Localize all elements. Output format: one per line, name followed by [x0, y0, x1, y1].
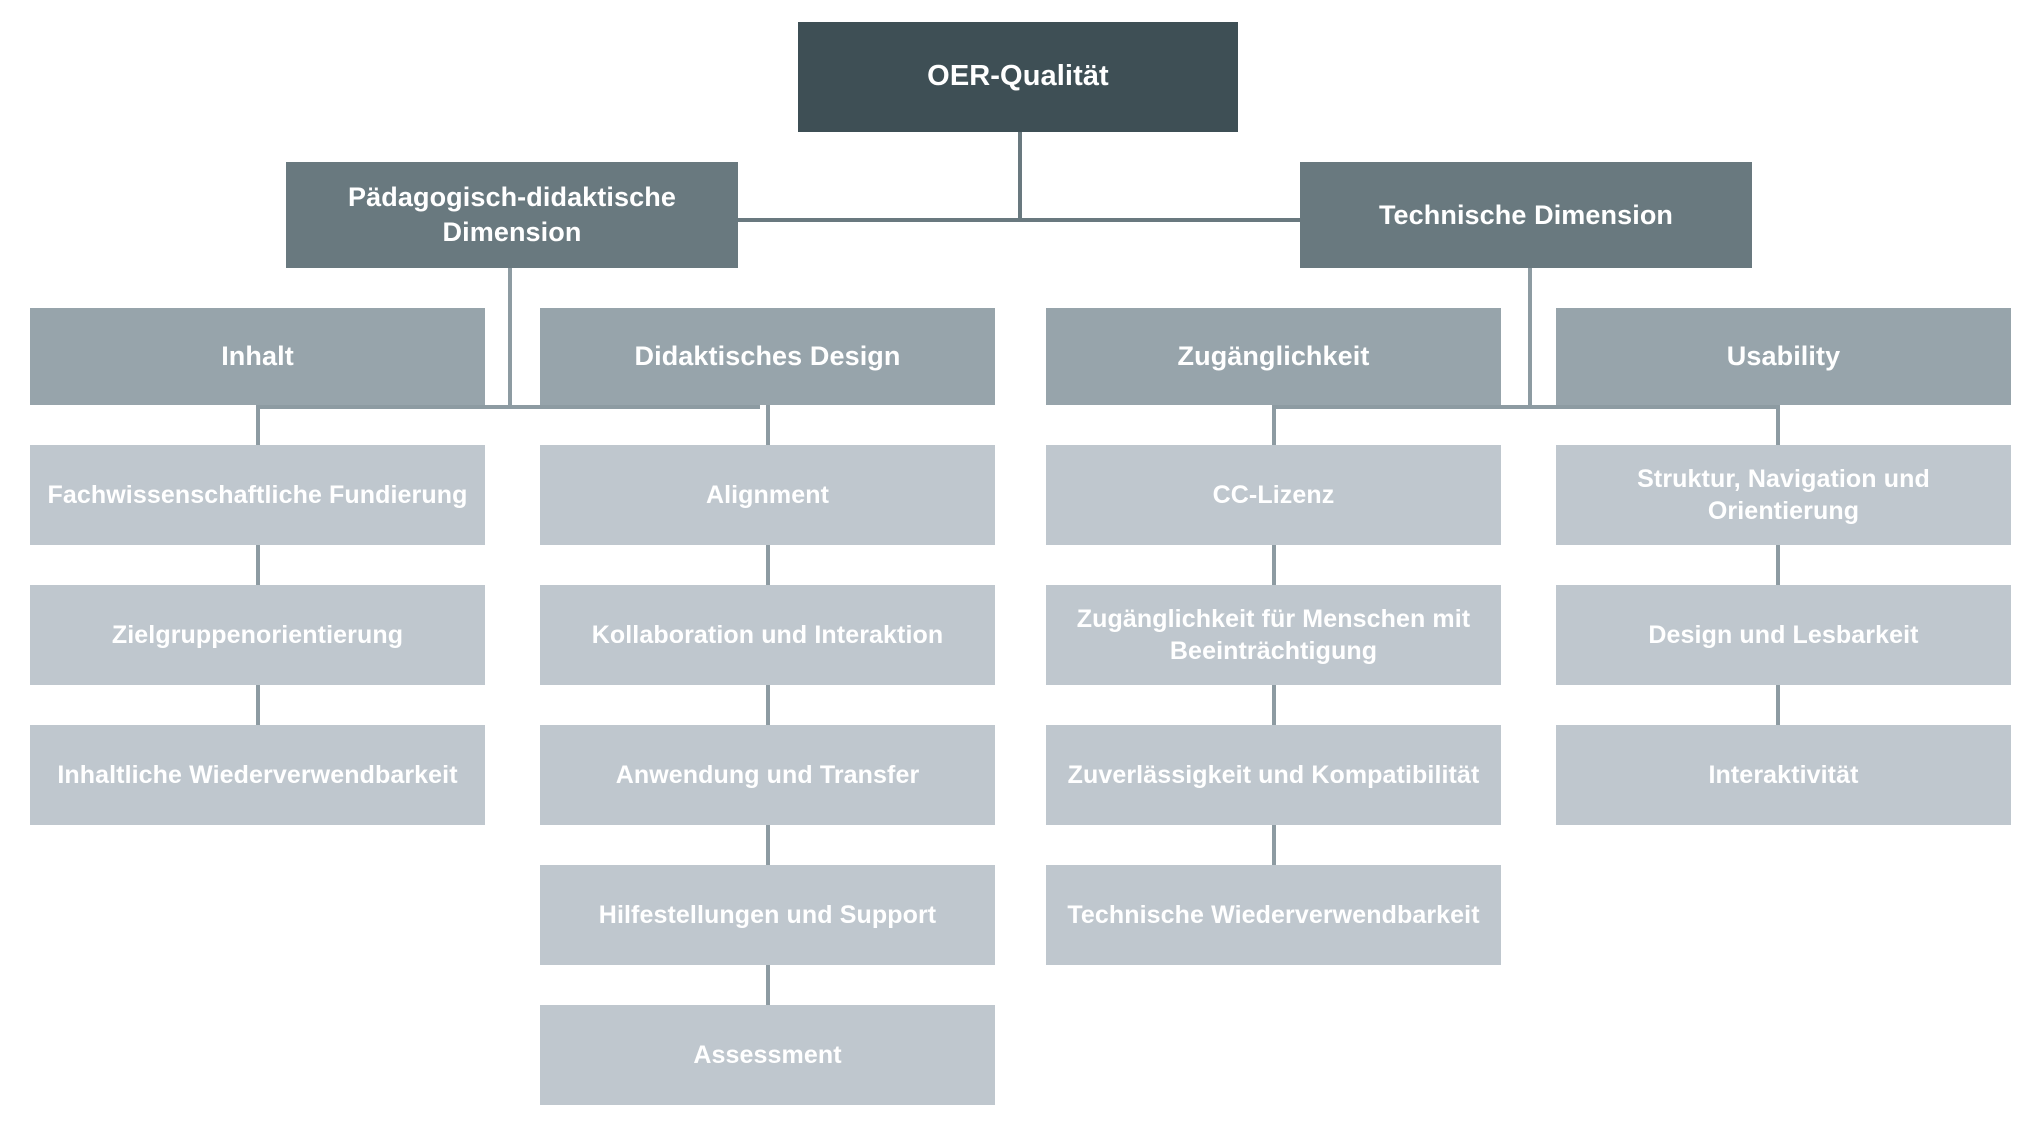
node-label: Assessment — [693, 1041, 842, 1069]
connector-col2-5 — [766, 965, 770, 1005]
connector-col2-3 — [766, 685, 770, 725]
connector-dimensions-spine — [738, 218, 1300, 222]
node-dimension-paedagogisch-didaktisch[interactable]: Pädagogisch-didaktische Dimension — [286, 162, 738, 268]
node-label: Inhalt — [221, 341, 294, 372]
connector-col3-2 — [1272, 545, 1276, 585]
node-criterion-inhaltliche-wiederverwendbarkeit[interactable]: Inhaltliche Wiederverwendbarkeit — [30, 725, 485, 825]
node-label: Fachwissenschaftliche Fundierung — [47, 481, 468, 509]
connector-col1-2 — [256, 545, 260, 585]
node-category-usability[interactable]: Usability — [1556, 308, 2011, 405]
node-criterion-design-und-lesbarkeit[interactable]: Design und Lesbarkeit — [1556, 585, 2011, 685]
node-label: OER-Qualität — [927, 60, 1109, 93]
connector-dim-left-down — [508, 268, 512, 408]
node-dimension-technisch[interactable]: Technische Dimension — [1300, 162, 1752, 268]
connector-col2-2 — [766, 545, 770, 585]
connector-col4-3 — [1776, 685, 1780, 725]
connector-col3-4 — [1272, 825, 1276, 865]
node-label: Zugänglichkeit — [1177, 341, 1370, 372]
connector-col3-3 — [1272, 685, 1276, 725]
node-label: Didaktisches Design — [634, 341, 901, 372]
connector-col1-1 — [256, 405, 260, 445]
node-label: Technische Wiederverwendbarkeit — [1067, 901, 1480, 929]
node-criterion-struktur-navigation-orientierung[interactable]: Struktur, Navigation und Orientierung — [1556, 445, 2011, 545]
node-label: Zielgruppenorientierung — [111, 621, 404, 649]
node-criterion-assessment[interactable]: Assessment — [540, 1005, 995, 1105]
node-label: Kollaboration und Interaktion — [591, 621, 944, 649]
node-label: Interaktivität — [1708, 761, 1859, 789]
node-label: Anwendung und Transfer — [615, 761, 920, 789]
connector-dim-left-bar — [256, 405, 760, 409]
node-label: Alignment — [705, 481, 830, 509]
node-label: Design und Lesbarkeit — [1648, 621, 1919, 649]
node-criterion-alignment[interactable]: Alignment — [540, 445, 995, 545]
node-criterion-hilfestellungen-und-support[interactable]: Hilfestellungen und Support — [540, 865, 995, 965]
node-criterion-fachwissenschaftliche-fundierung[interactable]: Fachwissenschaftliche Fundierung — [30, 445, 485, 545]
node-label: Hilfestellungen und Support — [598, 901, 937, 929]
node-criterion-zielgruppenorientierung[interactable]: Zielgruppenorientierung — [30, 585, 485, 685]
node-criterion-zuverlaessigkeit-und-kompatibilitaet[interactable]: Zuverlässigkeit und Kompatibilität — [1046, 725, 1501, 825]
node-category-inhalt[interactable]: Inhalt — [30, 308, 485, 405]
connector-dim-right-down — [1528, 268, 1532, 408]
node-criterion-kollaboration-und-interaktion[interactable]: Kollaboration und Interaktion — [540, 585, 995, 685]
node-criterion-cc-lizenz[interactable]: CC-Lizenz — [1046, 445, 1501, 545]
node-criterion-technische-wiederverwendbarkeit[interactable]: Technische Wiederverwendbarkeit — [1046, 865, 1501, 965]
connector-col1-3 — [256, 685, 260, 725]
node-criterion-zugaenglichkeit-beeintraechtigung[interactable]: Zugänglichkeit für Menschen mit Beeinträ… — [1046, 585, 1501, 685]
node-label: Struktur, Navigation und Orientierung — [1637, 465, 1930, 525]
node-label: Technische Dimension — [1378, 199, 1674, 230]
connector-col2-4 — [766, 825, 770, 865]
node-label: Zuverlässigkeit und Kompatibilität — [1067, 761, 1480, 789]
node-label: Pädagogisch-didaktische Dimension — [348, 182, 676, 247]
node-label: Inhaltliche Wiederverwendbarkeit — [57, 761, 458, 789]
node-root-oer-qualitaet[interactable]: OER-Qualität — [798, 22, 1238, 132]
node-criterion-anwendung-und-transfer[interactable]: Anwendung und Transfer — [540, 725, 995, 825]
node-label: Usability — [1726, 341, 1841, 372]
connector-col2-1 — [766, 405, 770, 445]
connector-dim-right-bar — [1272, 405, 1776, 409]
node-label: Zugänglichkeit für Menschen mit Beeinträ… — [1076, 605, 1471, 665]
node-criterion-interaktivitaet[interactable]: Interaktivität — [1556, 725, 2011, 825]
node-category-didaktisches-design[interactable]: Didaktisches Design — [540, 308, 995, 405]
connector-root-down — [1018, 132, 1022, 220]
node-label: CC-Lizenz — [1212, 481, 1335, 509]
connector-col3-1 — [1272, 405, 1276, 445]
connector-col4-1 — [1776, 405, 1780, 445]
connector-col4-2 — [1776, 545, 1780, 585]
node-category-zugaenglichkeit[interactable]: Zugänglichkeit — [1046, 308, 1501, 405]
